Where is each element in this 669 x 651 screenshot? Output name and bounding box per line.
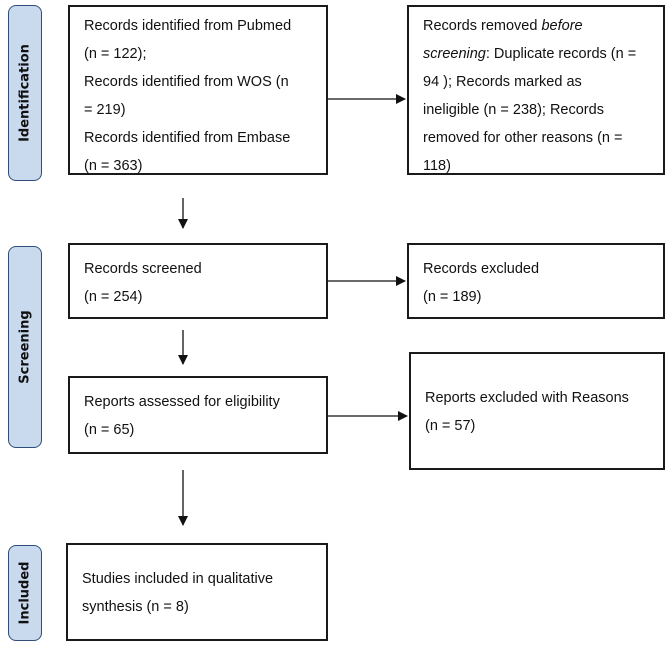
assessed-count: (n = 65): [84, 422, 135, 438]
records-identified-box: Records identified from Pubmed (n = 122)…: [68, 5, 328, 175]
identified-line: Records identified from Pubmed: [84, 18, 292, 34]
identified-line: (n = 363): [84, 158, 143, 174]
removed-line: removed for other reasons (n =: [423, 130, 623, 146]
records-screened-box: Records screened (n = 254): [68, 243, 328, 319]
identified-line: (n = 122);: [84, 46, 147, 62]
removed-line: 118): [423, 158, 451, 174]
reports-excluded-box: Reports excluded with Reasons (n = 57): [409, 352, 665, 470]
records-removed-box: Records removed before screening: Duplic…: [407, 5, 665, 175]
assessed-label: Reports assessed for eligibility: [84, 394, 280, 410]
included-label: Studies included in qualitative: [82, 571, 274, 587]
removed-line: Records removed before: [423, 18, 583, 34]
phase-screening: Screening: [8, 246, 42, 448]
phase-identification: Identification: [8, 5, 42, 181]
excluded-count: (n = 189): [423, 289, 482, 305]
reports-assessed-box: Reports assessed for eligibility (n = 65…: [68, 376, 328, 454]
screened-label: Records screened: [84, 261, 202, 277]
removed-line: screening: Duplicate records (n =: [423, 46, 637, 62]
reports-excluded-label: Reports excluded with Reasons: [425, 390, 629, 406]
excluded-label: Records excluded: [423, 261, 540, 277]
reports-excluded-count: (n = 57): [425, 418, 476, 434]
phase-included: Included: [8, 545, 42, 641]
identified-line: = 219): [84, 102, 126, 118]
removed-line: 94 ); Records marked as: [423, 74, 582, 90]
records-excluded-box: Records excluded (n = 189): [407, 243, 665, 319]
included-count: synthesis (n = 8): [82, 599, 189, 615]
studies-included-box: Studies included in qualitative synthesi…: [66, 543, 328, 641]
identified-line: Records identified from Embase: [84, 130, 291, 146]
screened-count: (n = 254): [84, 289, 143, 305]
removed-line: ineligible (n = 238); Records: [423, 102, 604, 118]
identified-line: Records identified from WOS (n: [84, 74, 289, 90]
